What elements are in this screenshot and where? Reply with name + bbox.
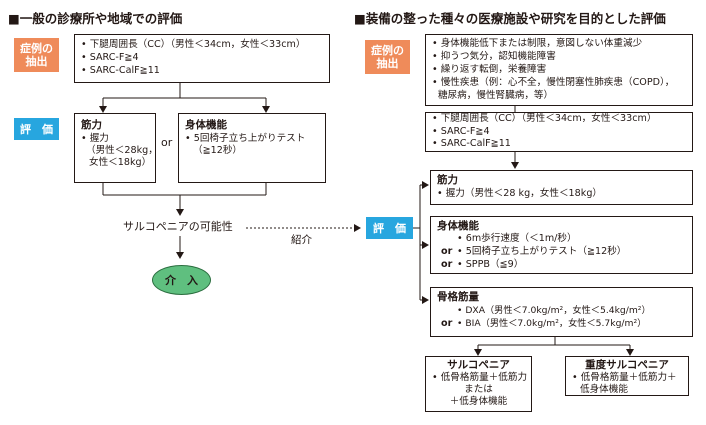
right-strength-box: 筋力 • 握力（男性＜28 kg，女性＜18kg） (430, 170, 693, 205)
right-case-item: • 慢性疾患（例：心不全，慢性閉塞性肺疾患（COPD）， (432, 77, 675, 88)
left-case-item: • 下腿周囲長（CC）（男性＜34cm，女性＜33cm） (81, 39, 306, 50)
right-case-item: • 繰り返す転倒，栄養障害 (432, 64, 547, 75)
right-case-item: • 下腿周囲長（CC）（男性＜34cm，女性＜33cm） (432, 113, 657, 124)
left-evaluation-tag: 評 価 (14, 118, 59, 140)
left-case-box: • 下腿周囲長（CC）（男性＜34cm，女性＜33cm） • SARC-F≧4 … (74, 34, 330, 83)
sarcopenia-result-title: サルコペニア (447, 359, 510, 371)
left-strength-item: （男性＜28kg， (86, 145, 158, 156)
sarcopenia-result-item: • 低骨格筋量＋低筋力 (432, 372, 528, 383)
left-case-extraction-tag: 症例の 抽出 (14, 38, 59, 72)
left-function-item: • 5回椅子立ち上がりテスト (185, 133, 306, 144)
right-function-or-label: or (441, 246, 453, 257)
right-function-item: • 6m歩行速度（＜1m/秒） (457, 233, 577, 244)
right-muscle-item: • DXA（男性＜7.0kg/m²，女性＜5.4kg/m²） (457, 305, 651, 316)
left-function-item: （≧12秒） (193, 145, 243, 156)
left-strength-title: 筋力 (81, 119, 102, 131)
right-function-box: 身体機能 • 6m歩行速度（＜1m/秒） or • 5回椅子立ち上がりテスト（≧… (430, 216, 693, 274)
severe-sarcopenia-title: 重度サルコペニア (585, 359, 669, 371)
left-or-label: or (161, 136, 173, 149)
right-muscle-title: 骨格筋量 (437, 291, 479, 303)
right-case-box-b: • 下腿周囲長（CC）（男性＜34cm，女性＜33cm） • SARC-F≧4 … (425, 112, 693, 152)
severe-sarcopenia-result-box: 重度サルコペニア • 低骨格筋量＋低筋力＋ 低身体機能 (565, 356, 689, 396)
left-case-item: • SARC-CalF≧11 (81, 65, 160, 76)
sarcopenia-result-item: ＋低身体機能 (449, 396, 508, 407)
sarcopenia-possibility-label: サルコペニアの可能性 (123, 220, 233, 233)
left-panel-title: ■一般の診療所や地域での評価 (8, 11, 183, 26)
right-case-box-a: • 身体機能低下または制限，意図しない体重減少 • 抑うつ気分，認知機能障害 •… (425, 34, 693, 106)
right-case-item: • SARC-F≧4 (432, 125, 490, 137)
right-function-item: • SPPB（≦9） (457, 259, 524, 270)
right-strength-title: 筋力 (437, 174, 458, 186)
right-case-item: • SARC-CalF≧11 (432, 138, 511, 149)
left-case-item: • SARC-F≧4 (81, 52, 139, 63)
intervention-oval: 介 入 (152, 265, 211, 295)
left-strength-item: • 握力 (81, 133, 109, 144)
right-muscle-item: • BIA（男性＜7.0kg/m²，女性＜5.7kg/m²） (457, 318, 647, 329)
left-strength-item: 女性＜18kg） (89, 157, 152, 168)
sarcopenia-result-item: または (464, 384, 493, 395)
sarcopenia-result-box: サルコペニア • 低骨格筋量＋低筋力 または ＋低身体機能 (425, 356, 532, 412)
right-panel-title: ■装備の整った種々の医療施設や研究を目的とした評価 (354, 11, 666, 26)
right-function-title: 身体機能 (437, 220, 479, 232)
right-function-or-label: or (441, 259, 453, 270)
right-strength-item: • 握力（男性＜28 kg，女性＜18kg） (437, 188, 603, 199)
left-function-title: 身体機能 (185, 119, 227, 131)
right-muscle-mass-box: 骨格筋量 • DXA（男性＜7.0kg/m²，女性＜5.4kg/m²） or •… (430, 287, 693, 337)
left-function-box: 身体機能 • 5回椅子立ち上がりテスト （≧12秒） (178, 113, 326, 183)
right-case-item: • 抑うつ気分，認知機能障害 (432, 51, 556, 62)
right-case-item: 糖尿病，慢性腎臓病，等） (438, 90, 554, 101)
right-case-extraction-tag: 症例の 抽出 (365, 40, 410, 74)
right-function-item: • 5回椅子立ち上がりテスト（≧12秒） (457, 246, 627, 257)
right-muscle-or-label: or (441, 318, 453, 329)
right-case-item: • 身体機能低下または制限，意図しない体重減少 (432, 38, 643, 49)
right-evaluation-tag: 評 価 (366, 217, 413, 239)
severe-sarcopenia-item: 低身体機能 (580, 384, 628, 395)
left-strength-box: 筋力 • 握力 （男性＜28kg， 女性＜18kg） (74, 113, 158, 183)
referral-label: 紹介 (291, 234, 312, 246)
severe-sarcopenia-item: • 低骨格筋量＋低筋力＋ (572, 372, 677, 383)
